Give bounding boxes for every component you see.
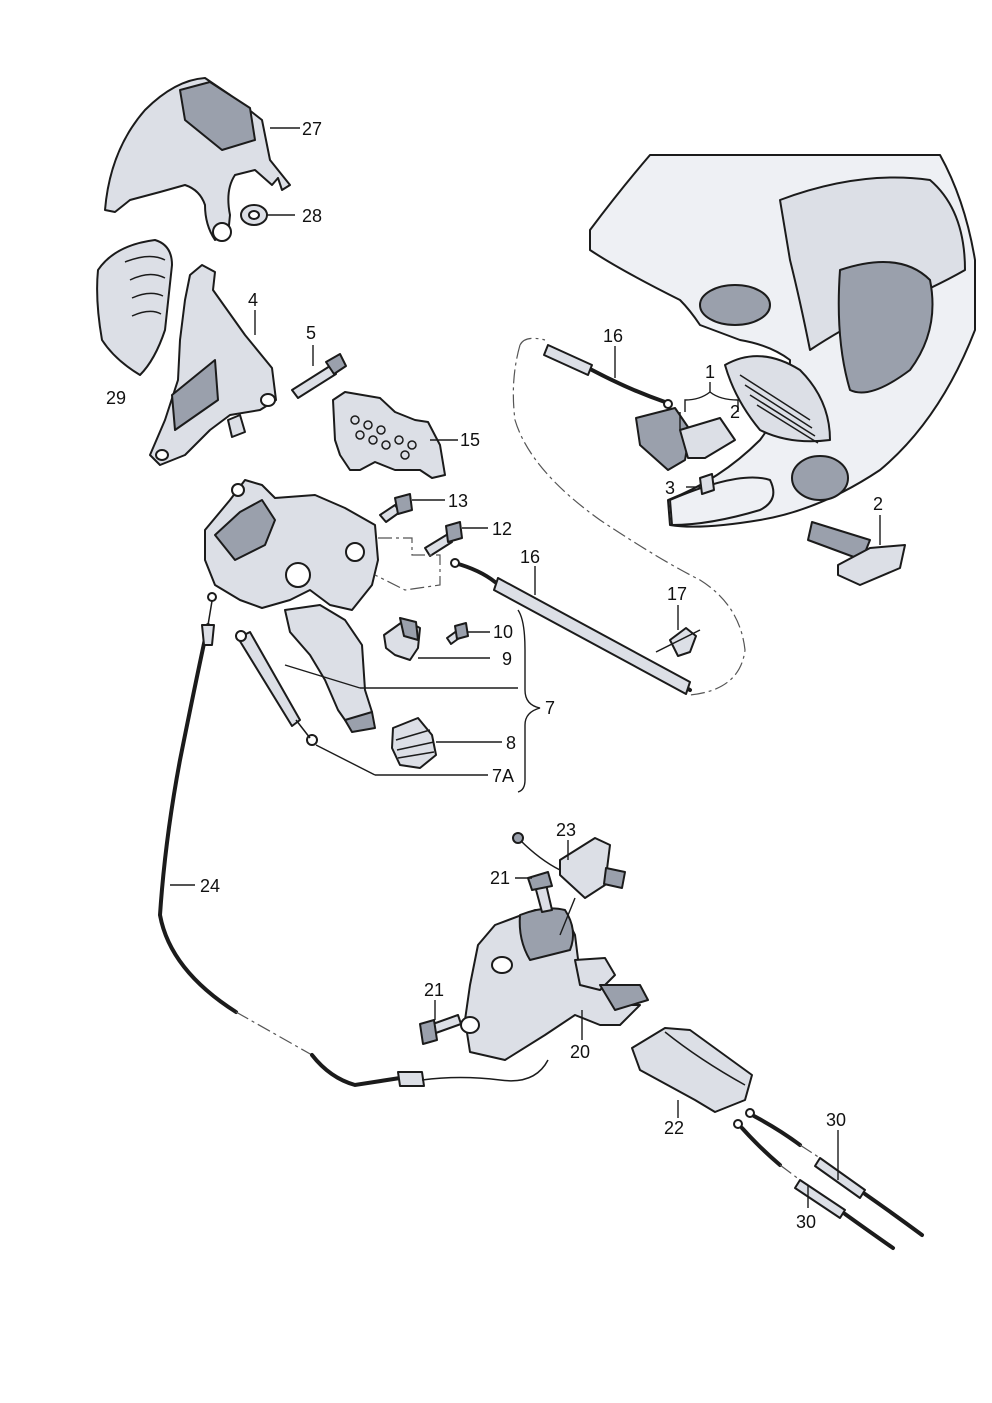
callout-5: 5 (306, 323, 316, 343)
part-1-switch-assembly (635, 407, 736, 471)
callout-29: 29 (106, 388, 126, 408)
callout-28: 28 (302, 206, 322, 226)
callout-13: 13 (448, 491, 468, 511)
part-2-switch-cap (807, 521, 906, 586)
dashboard-panel (589, 154, 976, 528)
gas-spring (235, 630, 318, 746)
callout-labels: 27 28 4 29 5 15 13 12 16 10 9 7 8 7A 16 … (106, 119, 883, 1232)
part-17-clip (655, 627, 701, 657)
part-24-cable (157, 592, 549, 1088)
part-21-bolt-upper (527, 871, 553, 913)
callout-7a: 7A (492, 766, 514, 786)
callout-30-upper: 30 (826, 1110, 846, 1130)
callout-24: 24 (200, 876, 220, 896)
callout-27: 27 (302, 119, 322, 139)
callout-21-lower: 21 (424, 980, 444, 1000)
part-12-bolt (424, 521, 463, 557)
callout-10: 10 (493, 622, 513, 642)
callout-16-upper: 16 (603, 326, 623, 346)
assembly-boundary (374, 337, 746, 696)
callout-9: 9 (502, 649, 512, 669)
part-20-actuator (460, 907, 649, 1061)
part-28-washer (240, 204, 268, 226)
part-16-cable-lower (450, 558, 692, 695)
part-7-pedal-assembly (204, 479, 379, 733)
part-22-boot (631, 1027, 753, 1113)
part-3-screw (699, 473, 715, 495)
callout-30-lower: 30 (796, 1212, 816, 1232)
callout-16-lower: 16 (520, 547, 540, 567)
callout-4: 4 (248, 290, 258, 310)
part-23-sensor (512, 832, 626, 899)
part-16-cable-upper (543, 344, 673, 409)
part-9-clip (383, 617, 421, 661)
callout-1: 1 (705, 362, 715, 382)
callout-15: 15 (460, 430, 480, 450)
callout-2-upper: 2 (730, 402, 740, 422)
part-21-bolt-lower (419, 1014, 462, 1045)
part-13-bolt (379, 493, 413, 523)
callout-23: 23 (556, 820, 576, 840)
callout-7: 7 (545, 698, 555, 718)
part-10-bolt (446, 622, 469, 645)
part-5-bolt (291, 353, 347, 399)
part-15-plate (332, 391, 446, 479)
callout-22: 22 (664, 1118, 684, 1138)
part-29-boot (96, 239, 173, 376)
callout-12: 12 (492, 519, 512, 539)
part-4-bracket (149, 264, 277, 466)
callout-3: 3 (665, 478, 675, 498)
callout-2-lower: 2 (873, 494, 883, 514)
part-8-pedal-pad (391, 717, 437, 769)
callout-21-upper: 21 (490, 868, 510, 888)
callout-8: 8 (506, 733, 516, 753)
part-27-cover (104, 77, 291, 242)
leader-lines (170, 127, 881, 1208)
callout-20: 20 (570, 1042, 590, 1062)
callout-17: 17 (667, 584, 687, 604)
